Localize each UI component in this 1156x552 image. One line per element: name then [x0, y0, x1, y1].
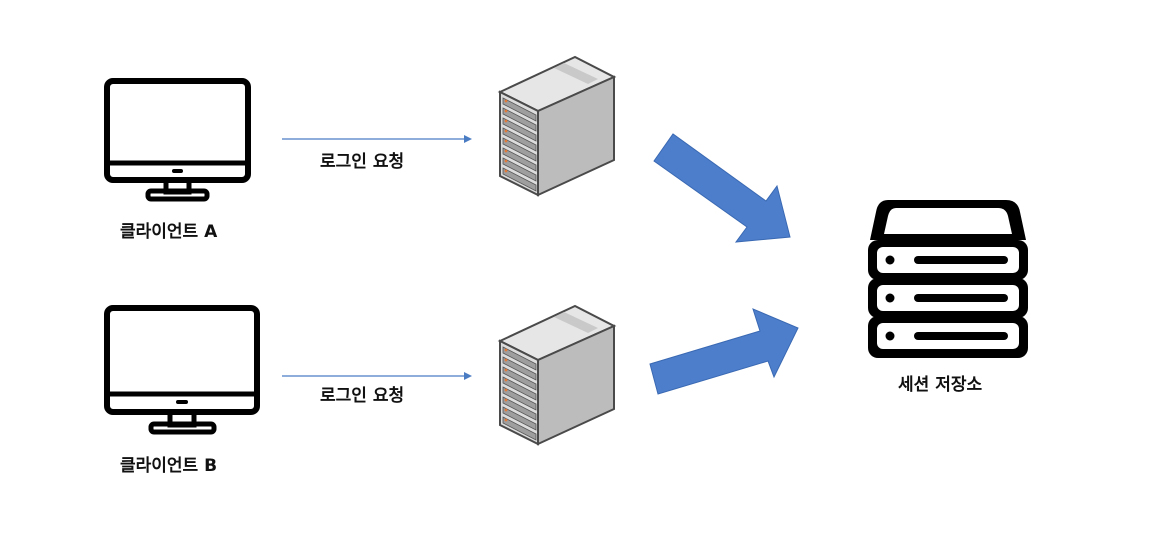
client-b-label: 클라이언트 B	[120, 451, 217, 476]
request-a-label: 로그인 요청	[320, 147, 404, 172]
session-store-arrow	[650, 130, 800, 245]
server-tower-icon	[498, 304, 616, 446]
server-tower-icon	[498, 55, 616, 197]
database-server-icon	[866, 196, 1030, 360]
session-store-arrow	[646, 305, 806, 400]
request-arrow	[280, 133, 480, 145]
monitor-icon	[104, 78, 254, 203]
monitor-icon	[104, 305, 254, 433]
session-store-label: 세션 저장소	[898, 370, 982, 395]
request-b-label: 로그인 요청	[320, 381, 404, 406]
client-a-label: 클라이언트 A	[120, 217, 217, 242]
